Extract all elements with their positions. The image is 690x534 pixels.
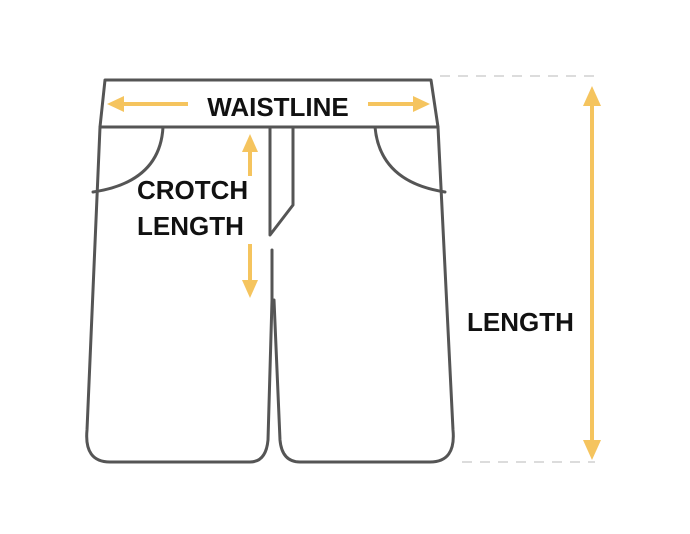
arrowhead-icon [583,86,601,106]
left-leg-outline [85,125,274,464]
guide-lines [440,75,595,463]
fly [268,125,295,237]
arrowhead-icon [583,440,601,460]
arrowhead-icon [242,134,258,152]
crotch-length-label-line1: CROTCH [137,175,248,205]
waistline-label: WAISTLINE [207,92,349,122]
measure-arrows [107,86,601,460]
crotch-length-label-line2: LENGTH [137,211,244,241]
arrowhead-icon [413,96,430,112]
right-pocket [373,125,447,194]
arrowhead-icon [107,96,124,112]
shorts-outline [85,78,455,464]
length-label: LENGTH [467,307,574,337]
right-leg-outline [272,125,455,464]
arrowhead-icon [242,280,258,298]
left-pocket [91,125,165,194]
